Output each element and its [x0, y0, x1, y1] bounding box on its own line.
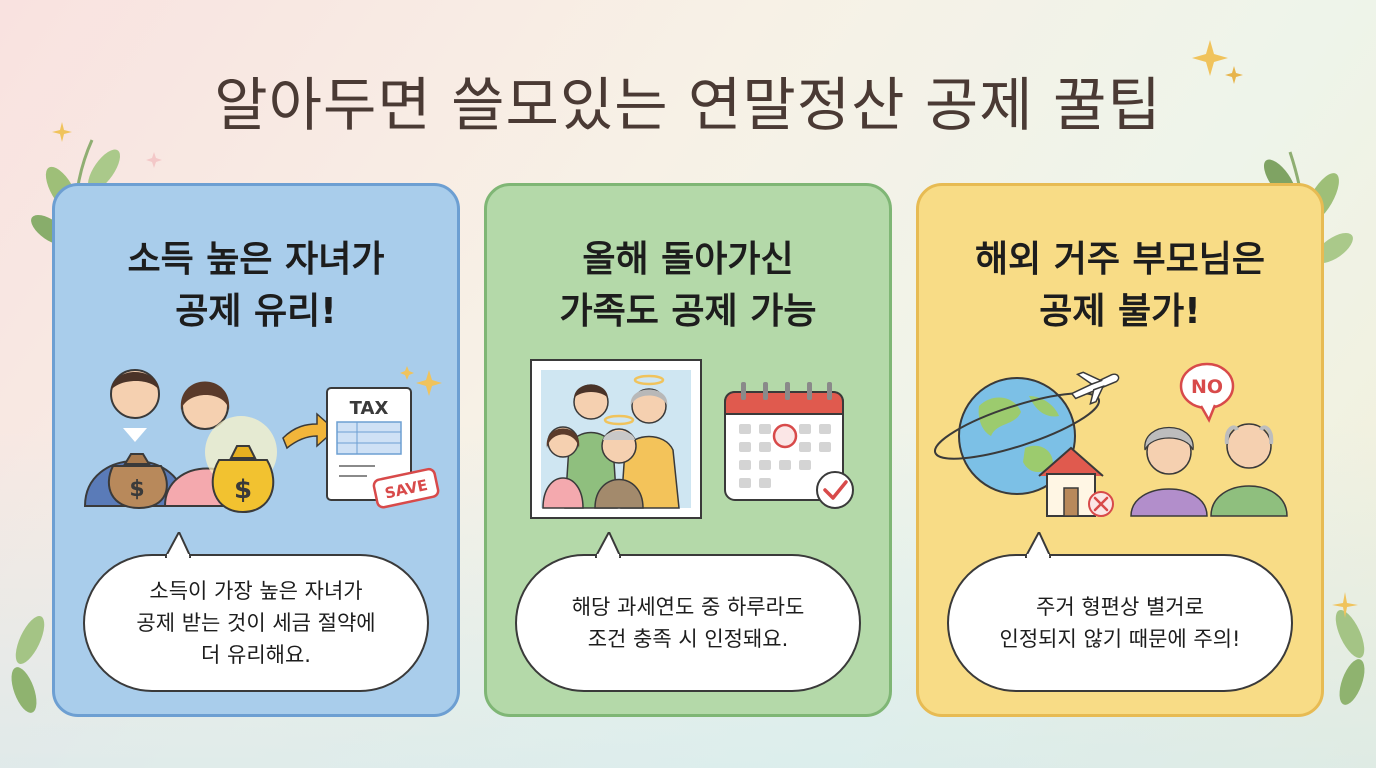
overseas-parents-illustration: NO — [933, 362, 1288, 517]
sparkle-icon — [52, 122, 162, 168]
card-title: 해외 거주 부모님은 공제 불가! — [919, 234, 1321, 338]
svg-text:$: $ — [129, 477, 144, 502]
tip-card-2: 올해 돌아가신 가족도 공제 가능 — [484, 183, 892, 717]
speech-bubble: 해당 과세연도 중 하루라도 조건 충족 시 인정돼요. — [515, 532, 861, 692]
no-label: NO — [1191, 376, 1223, 398]
speech-bubble-tail — [165, 532, 191, 558]
speech-bubble-tail — [1025, 532, 1051, 558]
tax-document-label: TAX — [350, 398, 389, 419]
leaf-decoration-bottom-right — [1335, 610, 1365, 705]
tip-card-3: 해외 거주 부모님은 공제 불가! NO — [916, 183, 1324, 717]
bubble-text-line: 해당 과세연도 중 하루라도 — [571, 595, 805, 619]
bubble-text-line: 조건 충족 시 인정돼요. — [587, 627, 789, 651]
bubble-text-line: 인정되지 않기 때문에 주의! — [999, 627, 1241, 651]
card-title-line: 해외 거주 부모님은 — [974, 239, 1266, 280]
card-title: 올해 돌아가신 가족도 공제 가능 — [487, 234, 889, 338]
sparkle-icon — [1192, 40, 1243, 84]
deceased-family-calendar-illustration — [530, 359, 854, 519]
speech-bubble: 주거 형편상 별거로 인정되지 않기 때문에 주의! — [947, 532, 1293, 692]
family-tax-saving-illustration: $ $ TAX SAVE — [83, 366, 442, 514]
card-title-line: 가족도 공제 가능 — [559, 291, 817, 332]
bubble-text-line: 소득이 가장 높은 자녀가 — [149, 579, 363, 603]
leaf-decoration-bottom-left — [11, 616, 45, 713]
page-title: 알아두면 쓸모있는 연말정산 공제 꿀팁 — [214, 71, 1162, 139]
speech-bubble: 소득이 가장 높은 자녀가 공제 받는 것이 세금 절약에 더 유리해요. — [83, 532, 429, 692]
bubble-text-line: 공제 받는 것이 세금 절약에 — [136, 611, 376, 635]
card-title-line: 공제 불가! — [1039, 291, 1201, 332]
tip-card-1: 소득 높은 자녀가 공제 유리! $ $ TAX SAVE — [52, 183, 460, 717]
card-title-line: 올해 돌아가신 — [582, 239, 794, 280]
speech-bubble-tail — [595, 532, 621, 558]
bubble-text-line: 주거 형편상 별거로 — [1036, 595, 1204, 619]
card-title-line: 공제 유리! — [175, 291, 337, 332]
svg-text:$: $ — [234, 475, 252, 505]
card-title-line: 소득 높은 자녀가 — [127, 239, 385, 280]
bubble-text-line: 더 유리해요. — [201, 643, 311, 667]
sparkle-icon — [1332, 592, 1358, 618]
card-title: 소득 높은 자녀가 공제 유리! — [55, 234, 457, 338]
